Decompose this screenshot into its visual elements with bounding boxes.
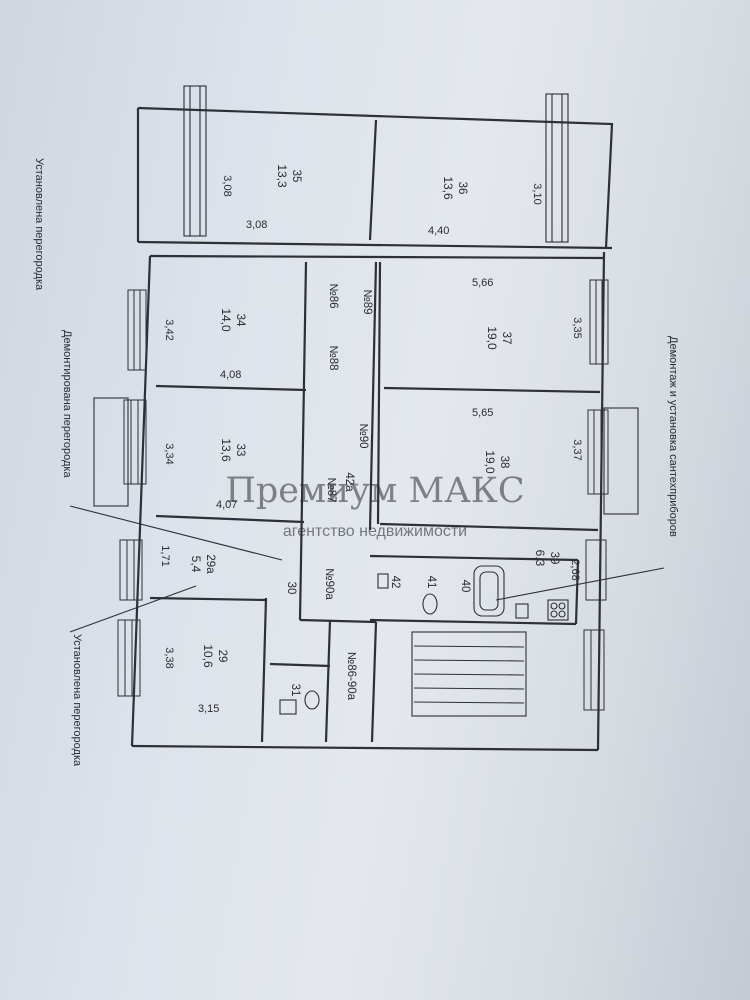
room-36-dim-a: 3,10 (531, 183, 543, 204)
room-33-number: 33 (234, 444, 246, 457)
room-41-number: 41 (425, 576, 437, 589)
room-39-number: 39 (548, 552, 560, 565)
room-36-dim-b: 4,40 (428, 225, 449, 237)
room-29a-dim-a: 1,71 (159, 545, 171, 566)
room-29-dim-a: 3,38 (163, 647, 175, 668)
room-34-number: 34 (234, 314, 246, 327)
note-plumbing: Демонтаж и установка сантехприборов (667, 336, 679, 537)
room-34-area: 14,0 (219, 308, 233, 332)
room-35-number: 35 (290, 170, 302, 183)
room-40-number: 40 (459, 580, 471, 593)
side-notes: Установлена перегородка Демонтирована пе… (33, 158, 679, 767)
plumbing-fixtures (279, 565, 569, 715)
room-29a-area: 5,4 (189, 556, 203, 573)
mark-86-90a: №86-90а (345, 652, 357, 701)
mark-89: №89 (361, 289, 373, 314)
room-33-dim-a: 3,34 (163, 443, 175, 464)
mark-86: №86 (327, 283, 339, 308)
room-39-dim-a: 2,68 (569, 559, 581, 580)
room-37-dim-a: 5,66 (472, 277, 493, 289)
room-37-area: 19,0 (485, 326, 499, 350)
room-33-area: 13,6 (219, 438, 233, 462)
room-37-number: 37 (500, 332, 512, 345)
room-29-area: 10,6 (201, 644, 215, 668)
room-37-dim-b: 3,35 (571, 317, 583, 338)
mark-87: №87 (325, 477, 337, 502)
room-38-dim-b: 3,37 (571, 439, 583, 460)
room-39-area: 6,3 (533, 550, 547, 567)
windows (93, 279, 639, 711)
room-34-dim-b: 4,08 (220, 369, 241, 381)
mark-90a: №90а (323, 568, 335, 600)
watermark-tagline: агентство недвижимости (283, 523, 467, 540)
room-42a-number: 42а (343, 472, 355, 492)
mark-90: №90 (357, 423, 369, 448)
mark-88: №88 (327, 345, 339, 370)
note-partition-installed-top: Установлена перегородка (33, 158, 45, 291)
room-31-number: 31 (289, 684, 301, 697)
room-29-number: 29 (216, 650, 228, 663)
watermark-brand: Премиум МАКС (225, 471, 524, 511)
stairwell (411, 631, 527, 717)
room-35-dim-a: 3,08 (221, 175, 233, 196)
corridor-marks: №86 №89 №88 №90 №87 №90а №86-90а (323, 283, 373, 700)
room-33-dim-b: 4,07 (216, 499, 237, 511)
room-35-dim-b: 3,08 (246, 219, 267, 231)
room-36-number: 36 (456, 182, 468, 195)
room-38-number: 38 (498, 456, 510, 469)
leader-lines (69, 505, 665, 633)
room-30-number: 30 (285, 582, 297, 595)
room-42-number: 42 (389, 576, 401, 589)
interior-walls (149, 119, 601, 743)
room-36-area: 13,6 (441, 176, 455, 200)
room-labels: 35 13,3 3,08 3,08 36 13,6 3,10 4,40 34 1… (159, 164, 583, 715)
room-29a-number: 29а (204, 554, 216, 574)
watermark: Премиум МАКС агентство недвижимости (225, 471, 524, 540)
room-38-dim-a: 5,65 (472, 407, 493, 419)
riser-shafts (183, 85, 569, 243)
note-partition-dismantled: Демонтирована перегородка (61, 330, 73, 478)
outer-walls (130, 106, 614, 752)
room-38-area: 19,0 (483, 450, 497, 474)
room-34-dim-a: 3,42 (163, 319, 175, 340)
room-35-area: 13,3 (275, 164, 289, 188)
note-partition-installed-bottom: Установлена перегородка (71, 634, 83, 767)
room-29-dim-b: 3,15 (198, 703, 219, 715)
